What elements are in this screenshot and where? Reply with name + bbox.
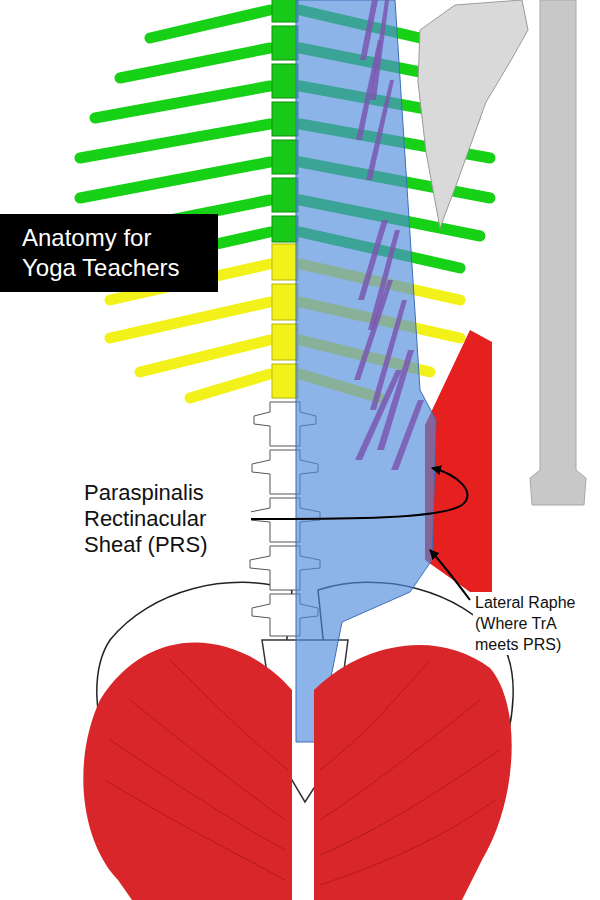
strand <box>391 400 424 470</box>
erector-strands <box>354 0 424 470</box>
gluteal-fibres <box>105 660 500 885</box>
rib <box>80 162 270 198</box>
part-label: Lateral Raphe (Where TrA meets PRS) <box>473 592 597 655</box>
strand <box>366 80 394 180</box>
title-text: Anatomy for Yoga Teachers <box>22 223 194 283</box>
fibre <box>130 700 285 820</box>
strand <box>356 40 382 140</box>
rib <box>95 86 270 118</box>
rib <box>120 48 270 78</box>
rib <box>150 10 270 38</box>
title-box: Anatomy for Yoga Teachers <box>0 214 218 292</box>
rib <box>80 124 270 158</box>
left-gluteus <box>83 643 292 900</box>
fibre <box>105 780 285 880</box>
rib <box>140 340 270 372</box>
fibre <box>320 660 430 770</box>
strand <box>368 230 400 330</box>
vertebra <box>272 140 298 174</box>
vertebra <box>272 216 298 242</box>
right-gluteus <box>314 645 512 900</box>
rib <box>190 374 270 398</box>
vertebra <box>272 284 298 320</box>
strand <box>360 0 378 60</box>
vertebra <box>272 324 298 360</box>
leader-line <box>250 468 467 519</box>
vertebra <box>272 0 298 22</box>
vertebra <box>272 178 298 212</box>
fibre <box>320 700 480 820</box>
rib <box>110 302 270 338</box>
fibre <box>170 660 288 770</box>
vertebra <box>272 26 298 60</box>
leader-line <box>430 550 470 600</box>
humerus <box>530 0 586 505</box>
fibre <box>320 750 500 855</box>
vertebra <box>272 244 298 280</box>
thoracic-spine <box>272 0 298 242</box>
lower-thoracic-spine <box>272 244 298 398</box>
fibre <box>320 800 495 885</box>
scapula <box>418 0 528 228</box>
paraspinalis-sheaf <box>296 0 436 742</box>
vertebra <box>272 64 298 98</box>
part-label: Paraspinalis Rectinacular Sheaf (PRS) <box>82 480 251 558</box>
vertebra <box>272 102 298 136</box>
strand <box>355 370 402 460</box>
vertebra <box>272 364 298 398</box>
